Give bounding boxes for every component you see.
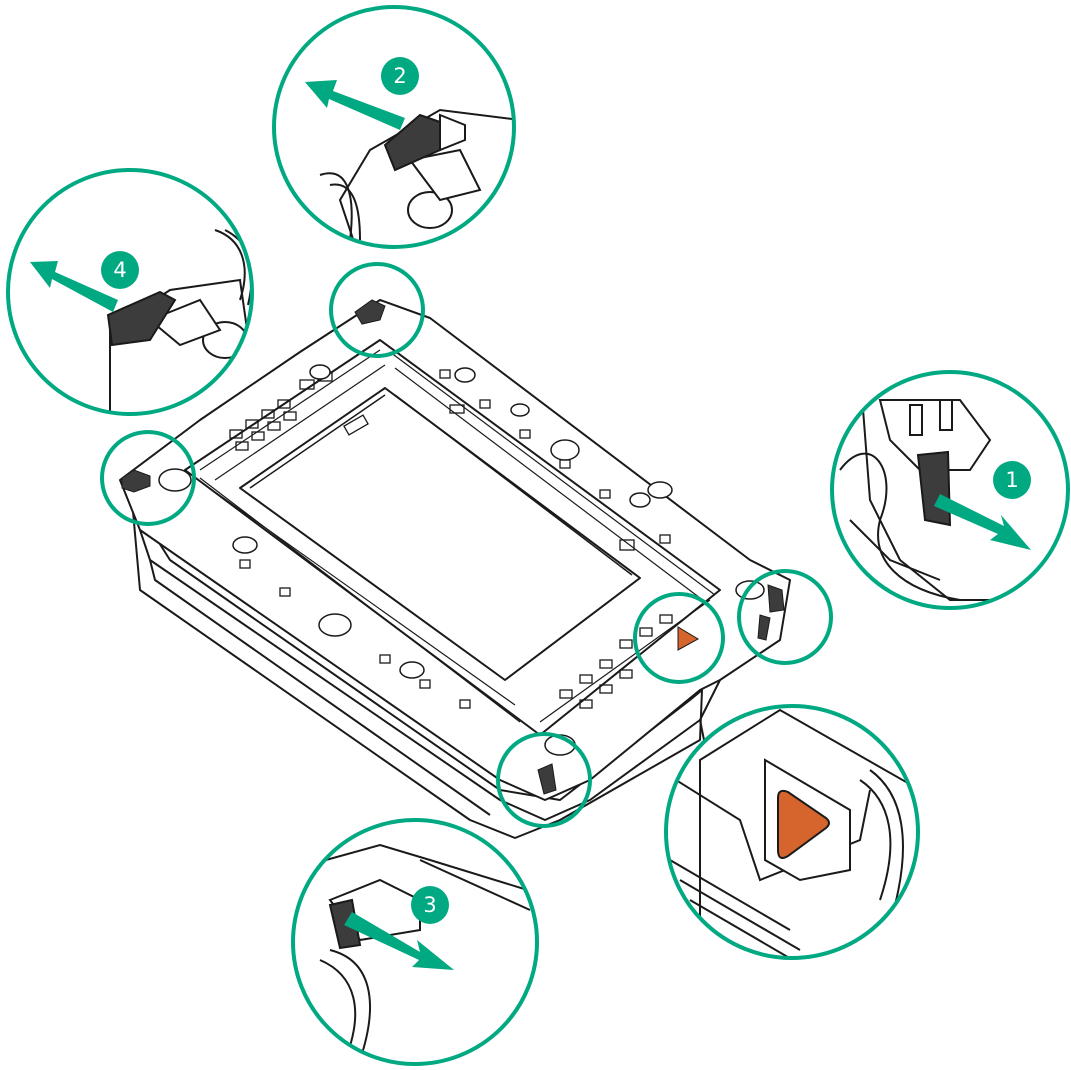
step-number: 3 <box>423 893 436 917</box>
step-number: 2 <box>393 64 406 88</box>
callout-step-4: 4 <box>8 170 260 420</box>
step-number: 4 <box>113 258 126 282</box>
callout-step-1: 1 <box>832 370 1070 608</box>
callout-step-3: 3 <box>290 820 560 1070</box>
callout-step-2: 2 <box>274 7 520 260</box>
step-number: 1 <box>1005 468 1018 492</box>
